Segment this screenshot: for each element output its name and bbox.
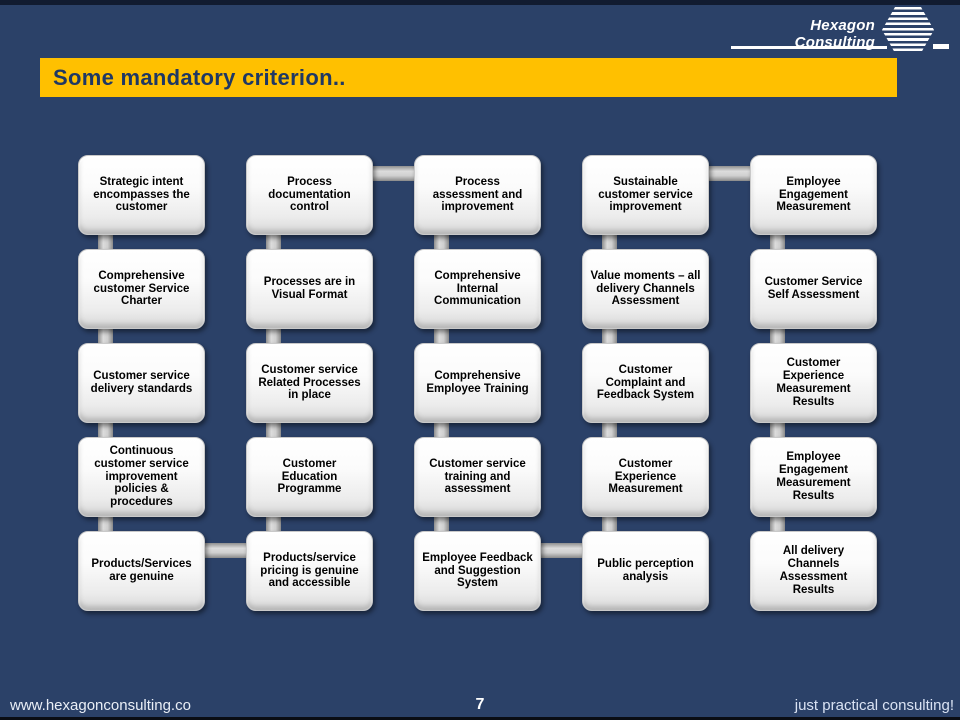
flow-box: Sustainable customer service improvement [582, 155, 709, 235]
flow-box: Employee Feedback and Suggestion System [414, 531, 541, 611]
flow-box: Customer Education Programme [246, 437, 373, 517]
footer-website: www.hexagonconsulting.co [10, 697, 191, 714]
flow-box: Process documentation control [246, 155, 373, 235]
flow-box: Products/Services are genuine [78, 531, 205, 611]
flow-box: Customer Service Self Assessment [750, 249, 877, 329]
page-number: 7 [475, 696, 485, 713]
flow-box: Customer Complaint and Feedback System [582, 343, 709, 423]
top-edge-strip [0, 0, 960, 5]
bottom-edge-strip [0, 717, 960, 720]
hexagon-logo-icon [882, 7, 934, 53]
flow-box: Process assessment and improvement [414, 155, 541, 235]
flow-box: Customer Experience Measurement [582, 437, 709, 517]
flow-box: Products/service pricing is genuine and … [246, 531, 373, 611]
flow-box: Employee Engagement Measurement Results [750, 437, 877, 517]
flow-box: Customer service delivery standards [78, 343, 205, 423]
flow-box: Processes are in Visual Format [246, 249, 373, 329]
footer-tagline: just practical consulting! [794, 697, 954, 714]
flow-box: Customer service Related Processes in pl… [246, 343, 373, 423]
flow-box: Value moments – all delivery Channels As… [582, 249, 709, 329]
flow-box: Comprehensive Internal Communication [414, 249, 541, 329]
flow-box: All delivery Channels Assessment Results [750, 531, 877, 611]
flow-box: Employee Engagement Measurement [750, 155, 877, 235]
logo-dash [933, 44, 949, 49]
logo-underline [731, 46, 887, 49]
title-bar: Some mandatory criterion.. [40, 58, 897, 97]
flow-box: Customer Experience Measurement Results [750, 343, 877, 423]
flow-box: Customer service training and assessment [414, 437, 541, 517]
flow-box: Comprehensive Employee Training [414, 343, 541, 423]
flow-box: Public perception analysis [582, 531, 709, 611]
flow-box: Strategic intent encompasses the custome… [78, 155, 205, 235]
flow-box: Comprehensive customer Service Charter [78, 249, 205, 329]
flow-box: Continuous customer service improvement … [78, 437, 205, 517]
slide-title: Some mandatory criterion.. [53, 64, 346, 90]
